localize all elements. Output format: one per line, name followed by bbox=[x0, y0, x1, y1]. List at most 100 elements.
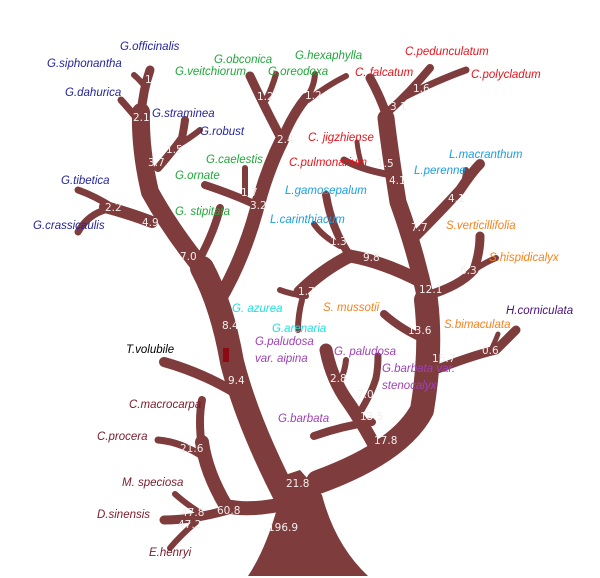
branch-henryi bbox=[167, 519, 199, 551]
branch-green-main bbox=[211, 133, 289, 309]
node-value: 13.5 bbox=[360, 411, 383, 423]
node-values: 1 2.1 1.5 3.7 2.2 4.9 7.0 1.2 2.4 1.7 3.… bbox=[105, 74, 499, 534]
species-label: G.barbata bbox=[278, 413, 329, 425]
branch-bimaculata bbox=[487, 331, 501, 355]
branch-arenaria bbox=[295, 297, 305, 333]
branch-volubile bbox=[159, 357, 239, 397]
branch-right-upper bbox=[377, 109, 435, 309]
tree-branches bbox=[74, 64, 521, 576]
species-label: G. paludosa bbox=[334, 346, 396, 358]
species-label: G.barbata var. bbox=[382, 363, 455, 375]
node-value: 1.5 bbox=[377, 158, 394, 170]
node-value: 21.8 bbox=[286, 478, 309, 490]
species-label: M. speciosa bbox=[122, 477, 183, 489]
species-label: D.sinensis bbox=[97, 509, 150, 521]
node-value: 2.2 bbox=[105, 202, 122, 214]
node-value: 3.7 bbox=[148, 157, 165, 169]
species-label: E.henryi bbox=[149, 547, 192, 559]
node-value: 1 bbox=[145, 74, 152, 86]
species-label: C.pulmonarium bbox=[289, 157, 367, 169]
species-label: G. stipitata bbox=[175, 206, 230, 218]
species-label: G.hexaphylla bbox=[295, 50, 362, 62]
species-label: G.ornate bbox=[175, 170, 220, 182]
branch-veitchiorum bbox=[245, 71, 287, 145]
branch-carinthiacum bbox=[311, 221, 343, 249]
species-label: G.dahurica bbox=[65, 87, 121, 99]
branch-15-7 bbox=[425, 325, 521, 377]
species-label: L.macranthum bbox=[449, 149, 523, 161]
branch-left-upper bbox=[131, 103, 214, 281]
node-value: 8.4 bbox=[222, 320, 239, 332]
branch-falcatum bbox=[365, 73, 393, 125]
species-label: S.verticillifolia bbox=[446, 220, 516, 232]
node-value: 2.4 bbox=[277, 134, 294, 146]
branch-straminea bbox=[154, 116, 189, 172]
branch-oreodoxa bbox=[303, 71, 318, 101]
species-label: L.gamosepalum bbox=[285, 185, 367, 197]
node-value: 12.1 bbox=[419, 284, 442, 296]
node-value: 3.1 bbox=[390, 101, 407, 113]
species-label: G.veitchiorum bbox=[175, 66, 246, 78]
species-label: C. falcatum bbox=[355, 67, 414, 79]
node-value: 2.8 bbox=[330, 373, 347, 385]
species-label: G.crassicaulis bbox=[33, 220, 105, 232]
branch-right-main bbox=[306, 288, 441, 494]
branch-mussotii bbox=[380, 310, 430, 344]
node-value: 196.9 bbox=[268, 522, 298, 534]
branch-crassicaulis bbox=[74, 205, 112, 236]
node-value: 1.2 bbox=[257, 91, 274, 103]
branch-perenne bbox=[457, 167, 469, 195]
species-label: C.polycladum bbox=[471, 69, 541, 81]
node-value: 4.1 bbox=[448, 193, 465, 205]
branch-siphonantha bbox=[131, 72, 149, 91]
species-label: C. jigzhiense bbox=[308, 132, 374, 144]
species-label: S.hispidicalyx bbox=[489, 252, 560, 264]
branch-17-8 bbox=[319, 343, 385, 459]
node-value: 1.3 bbox=[330, 236, 347, 248]
branch-jigzhiense bbox=[354, 139, 365, 169]
branch-hexaphylla bbox=[305, 73, 349, 103]
node-value: 1.6 bbox=[413, 83, 430, 95]
species-label: H.corniculata bbox=[506, 305, 573, 317]
node-value: 3.2 bbox=[250, 200, 267, 212]
species-label: G.tibetica bbox=[61, 175, 110, 187]
species-label: S.bimaculata bbox=[444, 319, 510, 331]
node-value: 1.7 bbox=[298, 286, 315, 298]
node-value: 21.6 bbox=[180, 443, 204, 455]
species-label: G.robust bbox=[200, 126, 245, 138]
species-label: G.paludosa bbox=[255, 336, 314, 348]
branch-tibetica bbox=[74, 186, 116, 211]
branch-gamosepalum bbox=[322, 191, 354, 260]
branch-left-tip bbox=[136, 65, 155, 120]
node-value: 13.6 bbox=[408, 325, 432, 337]
node-value: 9.4 bbox=[228, 375, 245, 387]
species-label: G.obconica bbox=[214, 54, 272, 66]
node-value: 47.2 bbox=[178, 519, 201, 531]
species-labels: G.officinalis G.siphonantha G.dahurica G… bbox=[33, 41, 573, 559]
branch-azurea bbox=[277, 287, 309, 299]
species-label: L.carinthiacum bbox=[270, 214, 345, 226]
species-label: G.siphonantha bbox=[47, 58, 122, 70]
species-label: G. azurea bbox=[232, 303, 283, 315]
branch-macrocarpa bbox=[196, 396, 206, 452]
branch-barbata bbox=[310, 418, 376, 440]
node-value: 1.2 bbox=[305, 90, 322, 102]
branch-barbata-var bbox=[356, 352, 382, 416]
node-value: 7.0 bbox=[357, 389, 374, 401]
species-label: C.macrocarpa bbox=[129, 399, 201, 411]
branch-9-8 bbox=[293, 249, 429, 299]
branch-procera bbox=[154, 436, 209, 462]
branch-robust bbox=[175, 127, 203, 148]
branch-polycladum bbox=[400, 66, 470, 101]
node-value: 7.7 bbox=[411, 222, 428, 234]
species-label: C.pedunculatum bbox=[405, 46, 489, 58]
red-mark bbox=[223, 348, 229, 362]
branch-sinensis bbox=[159, 505, 233, 525]
branch-pulmonarium bbox=[340, 156, 396, 179]
node-value: 0.6 bbox=[482, 345, 499, 357]
branch-obconica bbox=[263, 71, 279, 103]
node-value: 9.8 bbox=[363, 252, 380, 264]
species-label: C.procera bbox=[97, 431, 148, 443]
branch-dahurica bbox=[117, 96, 144, 126]
